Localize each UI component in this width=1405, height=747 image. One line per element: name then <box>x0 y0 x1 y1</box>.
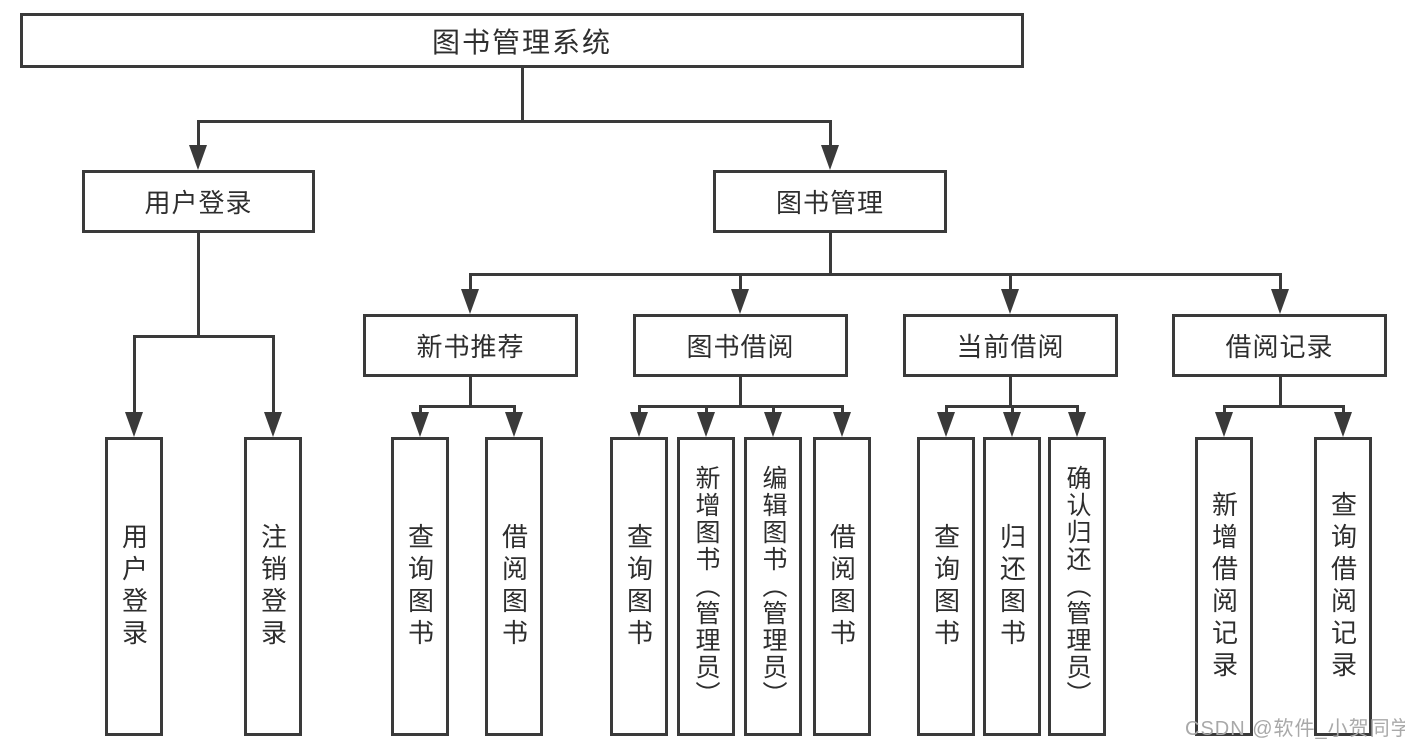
arrow-down-icon <box>264 412 282 437</box>
node-add-borrow-record: 新增借阅记录 <box>1195 437 1253 736</box>
connector-line <box>419 405 515 408</box>
connector-line <box>1008 273 1012 298</box>
arrow-down-icon <box>1271 289 1289 314</box>
connector-line <box>828 233 832 276</box>
node-borrowing-records: 借阅记录 <box>1172 314 1387 377</box>
node-return-books: 归还图书 <box>983 437 1041 736</box>
arrow-down-icon <box>937 412 955 437</box>
connector-line <box>197 120 831 123</box>
connector-line <box>271 335 275 421</box>
arrow-down-icon <box>833 412 851 437</box>
node-book-management: 图书管理 <box>713 170 947 233</box>
connector-line <box>468 377 472 408</box>
node-new-book-recommendation: 新书推荐 <box>363 314 578 377</box>
connector-line <box>132 335 136 421</box>
connector-line <box>512 405 516 417</box>
connector-line <box>1008 377 1012 408</box>
node-confirm-return-admin: 确认归还（管理员） <box>1048 437 1106 736</box>
node-borrow-books-recommend: 借阅图书 <box>485 437 543 736</box>
connector-line <box>704 405 708 417</box>
connector-line <box>470 273 1281 276</box>
arrow-down-icon <box>461 289 479 314</box>
node-user-login-leaf: 用户登录 <box>105 437 163 736</box>
node-query-books-current: 查询图书 <box>917 437 975 736</box>
arrow-down-icon <box>731 289 749 314</box>
node-borrow-books-borrowing: 借阅图书 <box>813 437 871 736</box>
connector-line <box>1010 405 1014 417</box>
node-current-borrowing: 当前借阅 <box>903 314 1118 377</box>
node-query-borrow-record: 查询借阅记录 <box>1314 437 1372 736</box>
watermark: CSDN @软件_小贺同学 <box>1185 718 1405 740</box>
connector-line <box>637 405 641 417</box>
arrow-down-icon <box>697 412 715 437</box>
node-book-borrowing: 图书借阅 <box>633 314 848 377</box>
connector-line <box>828 120 832 152</box>
connector-line <box>639 405 843 408</box>
node-library-management-system: 图书管理系统 <box>20 13 1024 68</box>
connector-line <box>1075 405 1079 417</box>
connector-line <box>1222 405 1226 417</box>
node-logout: 注销登录 <box>244 437 302 736</box>
arrow-down-icon <box>1068 412 1086 437</box>
connector-line <box>196 120 200 152</box>
connector-line <box>1278 377 1282 408</box>
connector-line <box>1278 273 1282 298</box>
node-edit-book-admin: 编辑图书（管理员） <box>744 437 802 736</box>
node-query-books-borrowing: 查询图书 <box>610 437 668 736</box>
connector-line <box>1341 405 1345 417</box>
arrow-down-icon <box>1001 289 1019 314</box>
connector-line <box>944 405 948 417</box>
arrow-down-icon <box>764 412 782 437</box>
connector-line <box>738 377 742 408</box>
connector-line <box>196 233 200 337</box>
node-query-books-recommend: 查询图书 <box>391 437 449 736</box>
node-add-book-admin: 新增图书（管理员） <box>677 437 735 736</box>
arrow-down-icon <box>821 145 839 170</box>
connector-line <box>134 335 274 338</box>
arrow-down-icon <box>505 412 523 437</box>
arrow-down-icon <box>1215 412 1233 437</box>
arrow-down-icon <box>125 412 143 437</box>
connector-line <box>738 273 742 298</box>
arrow-down-icon <box>189 145 207 170</box>
node-user-login: 用户登录 <box>82 170 315 233</box>
connector-line <box>1224 405 1343 408</box>
connector-line <box>771 405 775 417</box>
arrow-down-icon <box>630 412 648 437</box>
connector-line <box>520 68 524 123</box>
arrow-down-icon <box>1334 412 1352 437</box>
connector-line <box>840 405 844 417</box>
arrow-down-icon <box>1003 412 1021 437</box>
arrow-down-icon <box>411 412 429 437</box>
connector-line <box>468 273 472 298</box>
connector-line <box>418 405 422 417</box>
